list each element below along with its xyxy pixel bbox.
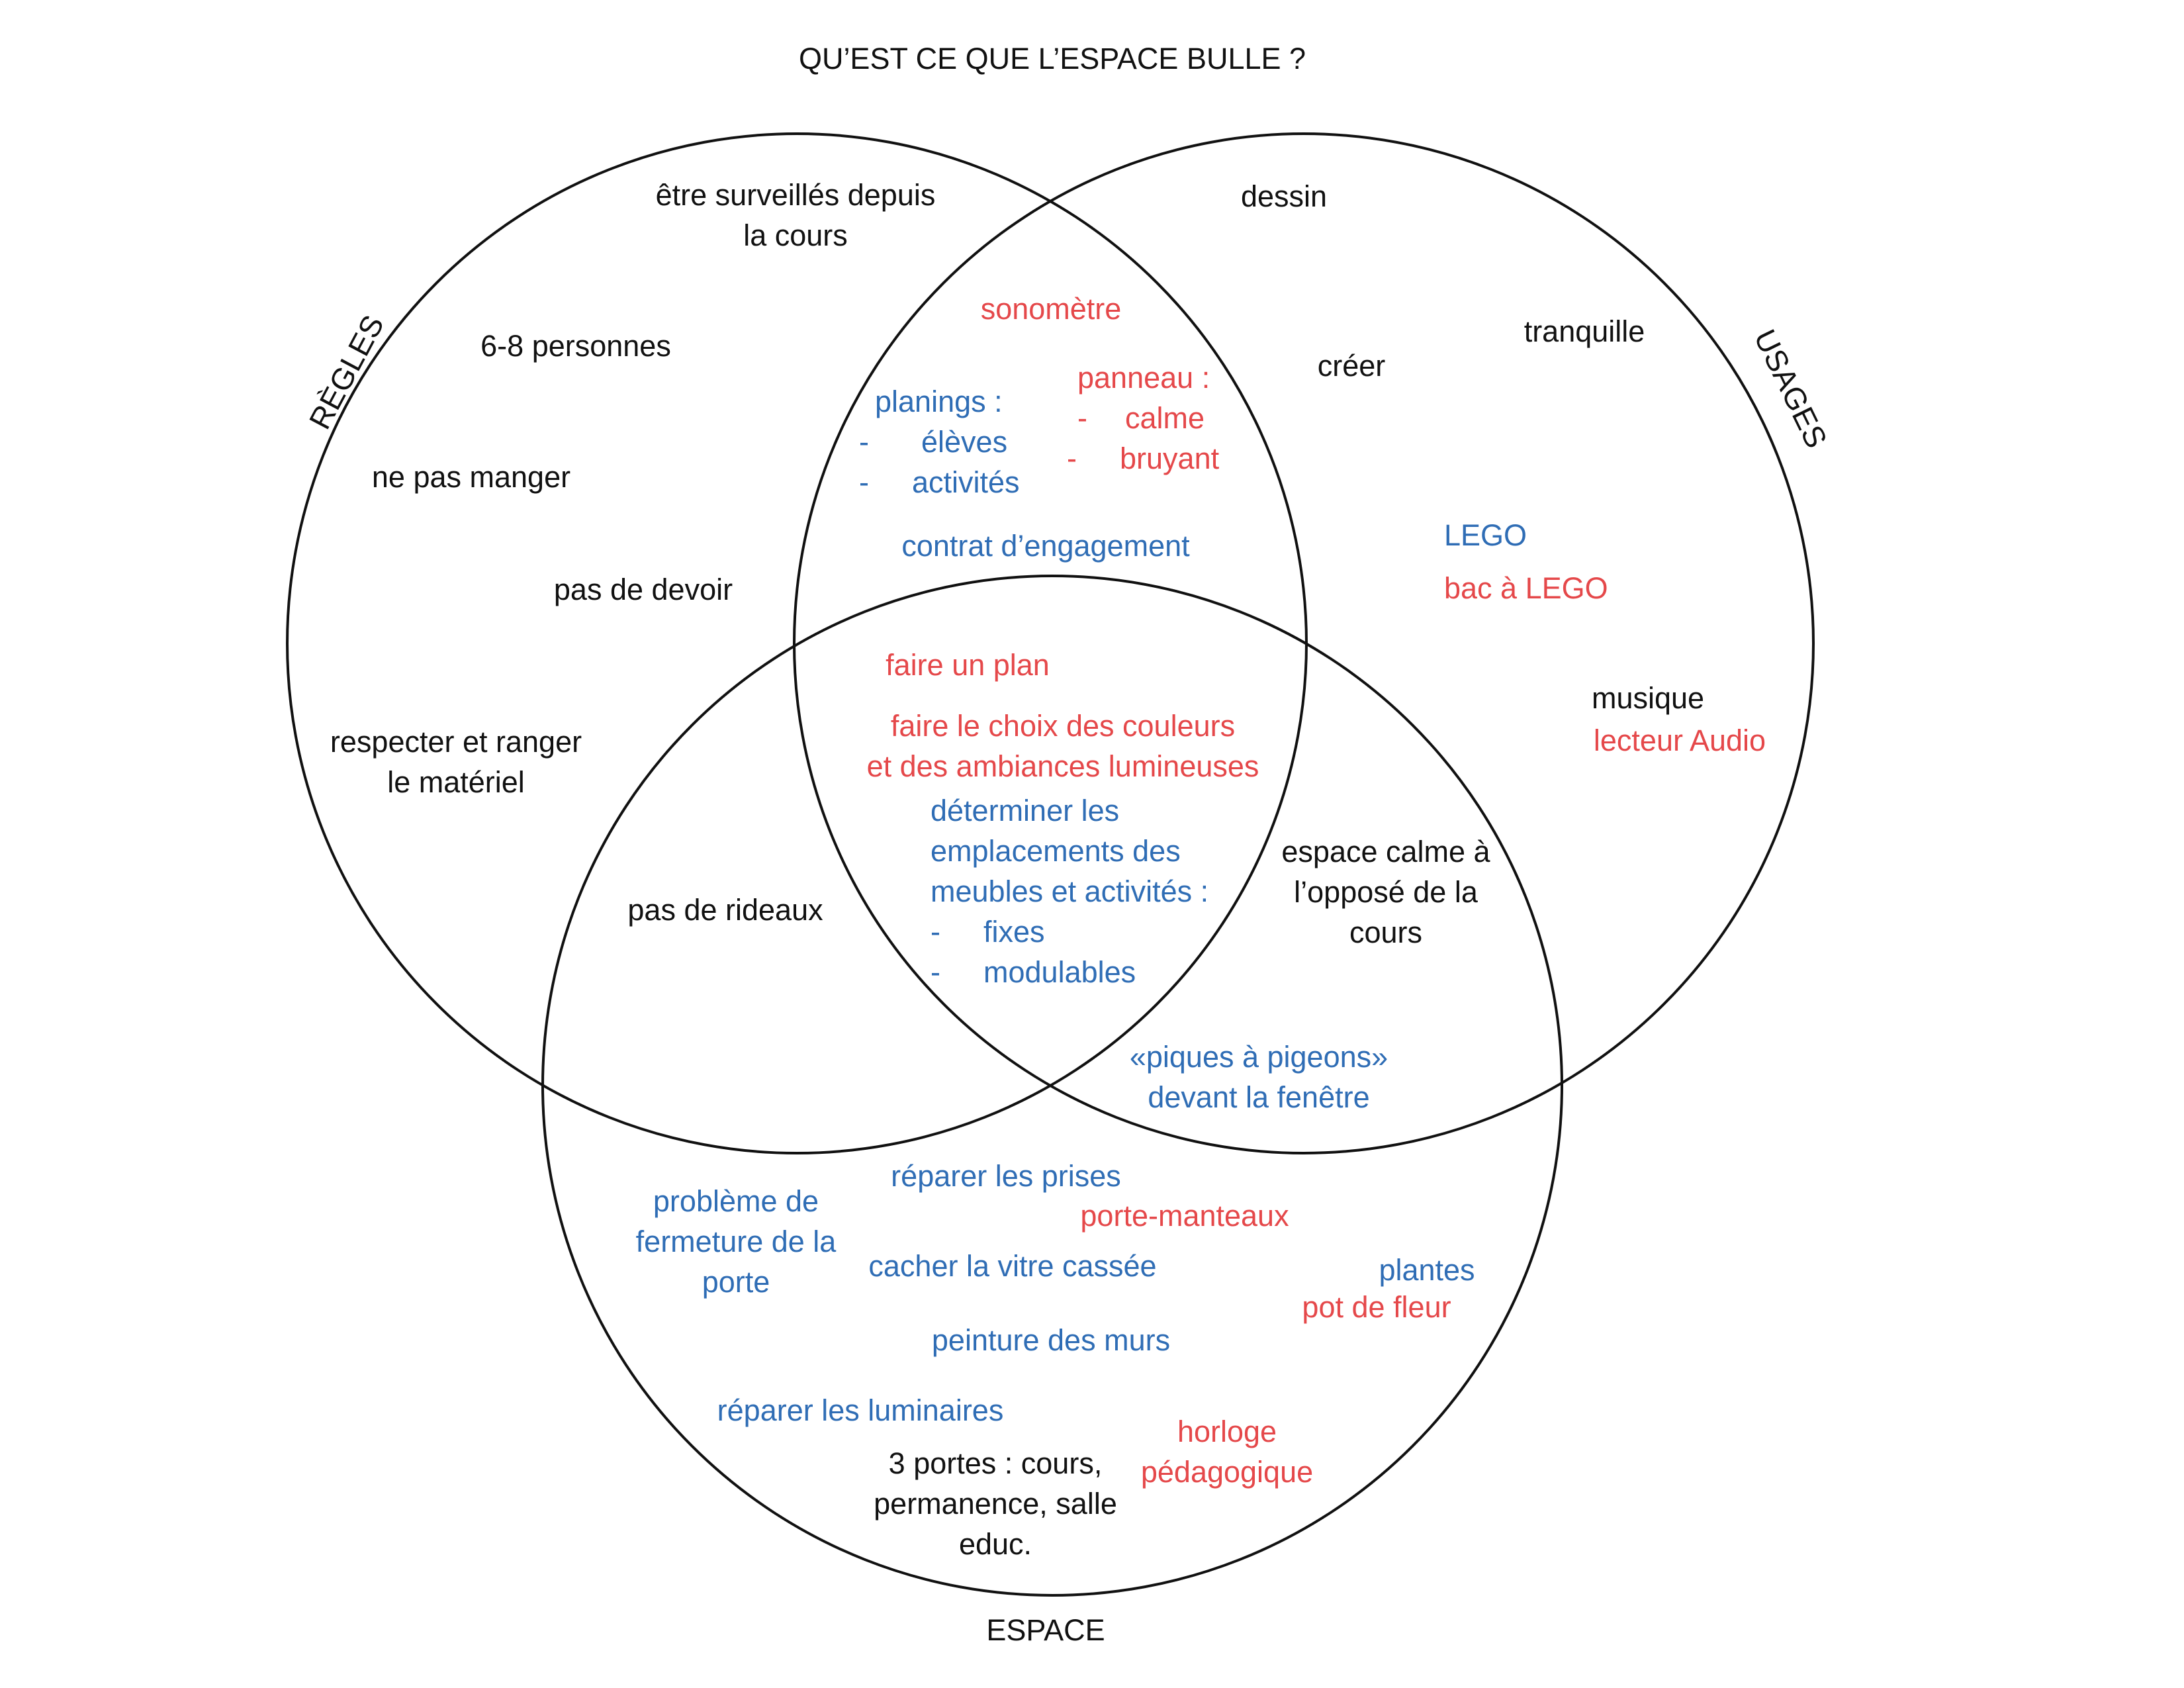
item-piques-pigeons: «piques à pigeons» devant la fenêtre	[1129, 1040, 1388, 1114]
item-lecteur-audio: lecteur Audio	[1593, 724, 1766, 757]
item-vitre-cassee: cacher la vitre cassée	[868, 1249, 1157, 1283]
item-contrat: contrat d’engagement	[901, 529, 1190, 563]
item-personnes: 6-8 personnes	[480, 329, 671, 363]
item-ranger-materiel: respecter et ranger le matériel	[330, 725, 582, 799]
item-planings: planings : -élèves -activités	[859, 385, 1020, 499]
item-dessin: dessin	[1240, 179, 1328, 213]
item-probleme-porte: problème de fermeture de la porte	[635, 1184, 837, 1299]
item-panneau: panneau : -calme -bruyant	[1067, 361, 1220, 475]
item-plantes: plantes	[1379, 1253, 1475, 1287]
circle-usages	[793, 132, 1815, 1154]
item-tranquille: tranquille	[1524, 314, 1645, 348]
item-reparer-luminaires: réparer les luminaires	[717, 1393, 1004, 1427]
item-lego: LEGO	[1444, 518, 1527, 552]
item-determiner-emplacements: déterminer les emplacements des meubles …	[931, 794, 1209, 989]
item-faire-un-plan: faire un plan	[886, 648, 1050, 682]
item-pas-de-rideaux: pas de rideaux	[627, 893, 823, 927]
item-couleurs-ambiances: faire le choix des couleurs et des ambia…	[866, 709, 1259, 783]
circle-espace	[541, 575, 1563, 1597]
item-pot-de-fleur: pot de fleur	[1302, 1290, 1451, 1324]
item-musique: musique	[1591, 681, 1705, 715]
item-surveilles: être surveillés depuis la cours	[655, 178, 936, 252]
item-ne-pas-manger: ne pas manger	[371, 460, 571, 494]
item-horloge-pedagogique: horloge pédagogique	[1140, 1415, 1314, 1489]
item-pas-de-devoir: pas de devoir	[553, 573, 733, 606]
set-label-espace: ESPACE	[986, 1613, 1105, 1647]
item-peinture-murs: peinture des murs	[931, 1323, 1171, 1357]
item-trois-portes: 3 portes : cours, permanence, salle educ…	[874, 1446, 1117, 1561]
item-reparer-prises: réparer les prises	[891, 1159, 1121, 1193]
item-porte-manteaux: porte-manteaux	[1080, 1199, 1289, 1233]
item-espace-calme: espace calme à l’opposé de la cours	[1281, 835, 1490, 949]
item-bac-lego: bac à LEGO	[1444, 571, 1608, 605]
diagram-title: QU’EST CE QUE L’ESPACE BULLE ?	[798, 42, 1306, 75]
item-creer: créer	[1317, 349, 1386, 383]
item-sonometre: sonomètre	[980, 292, 1122, 326]
